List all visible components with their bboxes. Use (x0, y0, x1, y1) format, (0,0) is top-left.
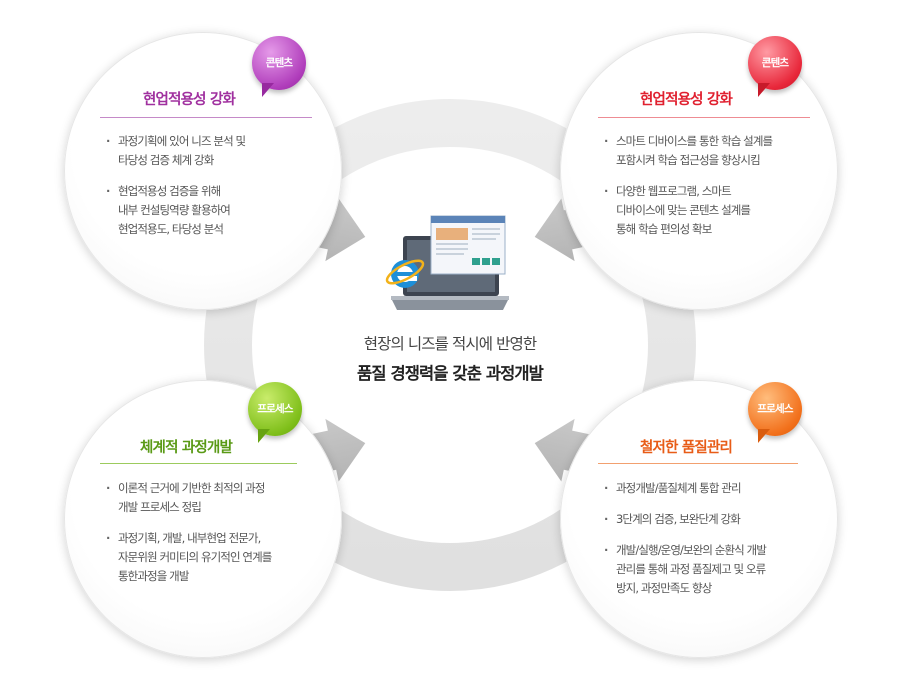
divider-bottom-right (598, 463, 798, 464)
title-bottom-left: 체계적 과정개발 (140, 440, 233, 456)
divider-bottom-left (100, 463, 297, 464)
list-item: 3단계의 검증, 보완단계 강화 (604, 510, 828, 529)
badge-bottom-right: 프로세스 (748, 382, 802, 443)
list-top-left: 과정기획에 있어 니즈 분석 및 타당성 검증 체계 강화 현업적용성 검증을 … (106, 132, 328, 251)
list-top-right: 스마트 디바이스를 통한 학습 설계를 포함시켜 학습 접근성을 향상시킴 다양… (604, 132, 826, 251)
list-bottom-right: 과정개발/품질체계 통합 관리 3단계의 검증, 보완단계 강화 개발/실행/운… (604, 479, 828, 610)
item-text: 현업적용성 검증을 위해 내부 컨설팅역량 활용하여 현업적용도, 타당성 분석 (118, 184, 231, 236)
list-item: 과정개발/품질체계 통합 관리 (604, 479, 828, 498)
item-text: 과정기획에 있어 니즈 분석 및 타당성 검증 체계 강화 (118, 134, 246, 167)
list-item: 이론적 근거에 기반한 최적의 과정 개발 프로세스 정립 (106, 479, 328, 517)
item-text: 과정개발/품질체계 통합 관리 (616, 481, 742, 495)
list-item: 스마트 디바이스를 통한 학습 설계를 포함시켜 학습 접근성을 향상시킴 (604, 132, 826, 170)
list-item: 과정기획, 개발, 내부현업 전문가, 자문위원 커미티의 유기적인 연계를 통… (106, 529, 328, 586)
item-text: 이론적 근거에 기반한 최적의 과정 개발 프로세스 정립 (118, 481, 265, 514)
ring-band (204, 99, 696, 591)
list-item: 다양한 웹프로그램, 스마트 디바이스에 맞는 콘텐츠 설계를 통해 학습 편의… (604, 182, 826, 239)
item-text: 3단계의 검증, 보완단계 강화 (616, 512, 741, 526)
badge-bottom-left: 프로세스 (248, 382, 302, 443)
item-text: 과정기획, 개발, 내부현업 전문가, 자문위원 커미티의 유기적인 연계를 통… (118, 531, 272, 583)
list-item: 개발/실행/운영/보완의 순환식 개발 관리를 통해 과정 품질제고 및 오류 … (604, 541, 828, 598)
divider-top-right (598, 117, 810, 118)
item-text: 다양한 웹프로그램, 스마트 디바이스에 맞는 콘텐츠 설계를 통해 학습 편의… (616, 184, 751, 236)
center-title: 품질 경쟁력을 갖춘 과정개발 (357, 364, 544, 383)
divider-top-left (100, 117, 312, 118)
item-text: 개발/실행/운영/보완의 순환식 개발 관리를 통해 과정 품질제고 및 오류 … (616, 543, 767, 595)
item-text: 스마트 디바이스를 통한 학습 설계를 포함시켜 학습 접근성을 향상시킴 (616, 134, 773, 167)
title-top-left: 현업적용성 강화 (143, 92, 236, 108)
list-item: 과정기획에 있어 니즈 분석 및 타당성 검증 체계 강화 (106, 132, 328, 170)
title-bottom-right: 철저한 품질관리 (640, 440, 733, 456)
title-top-right: 현업적용성 강화 (640, 92, 733, 108)
list-item: 현업적용성 검증을 위해 내부 컨설팅역량 활용하여 현업적용도, 타당성 분석 (106, 182, 328, 239)
list-bottom-left: 이론적 근거에 기반한 최적의 과정 개발 프로세스 정립 과정기획, 개발, … (106, 479, 328, 598)
badge-top-left: 콘텐츠 (252, 36, 306, 97)
badge-top-right: 콘텐츠 (748, 36, 802, 97)
center-subtitle: 현장의 니즈를 적시에 반영한 (363, 335, 537, 353)
laptop-browser-icon (385, 215, 509, 310)
